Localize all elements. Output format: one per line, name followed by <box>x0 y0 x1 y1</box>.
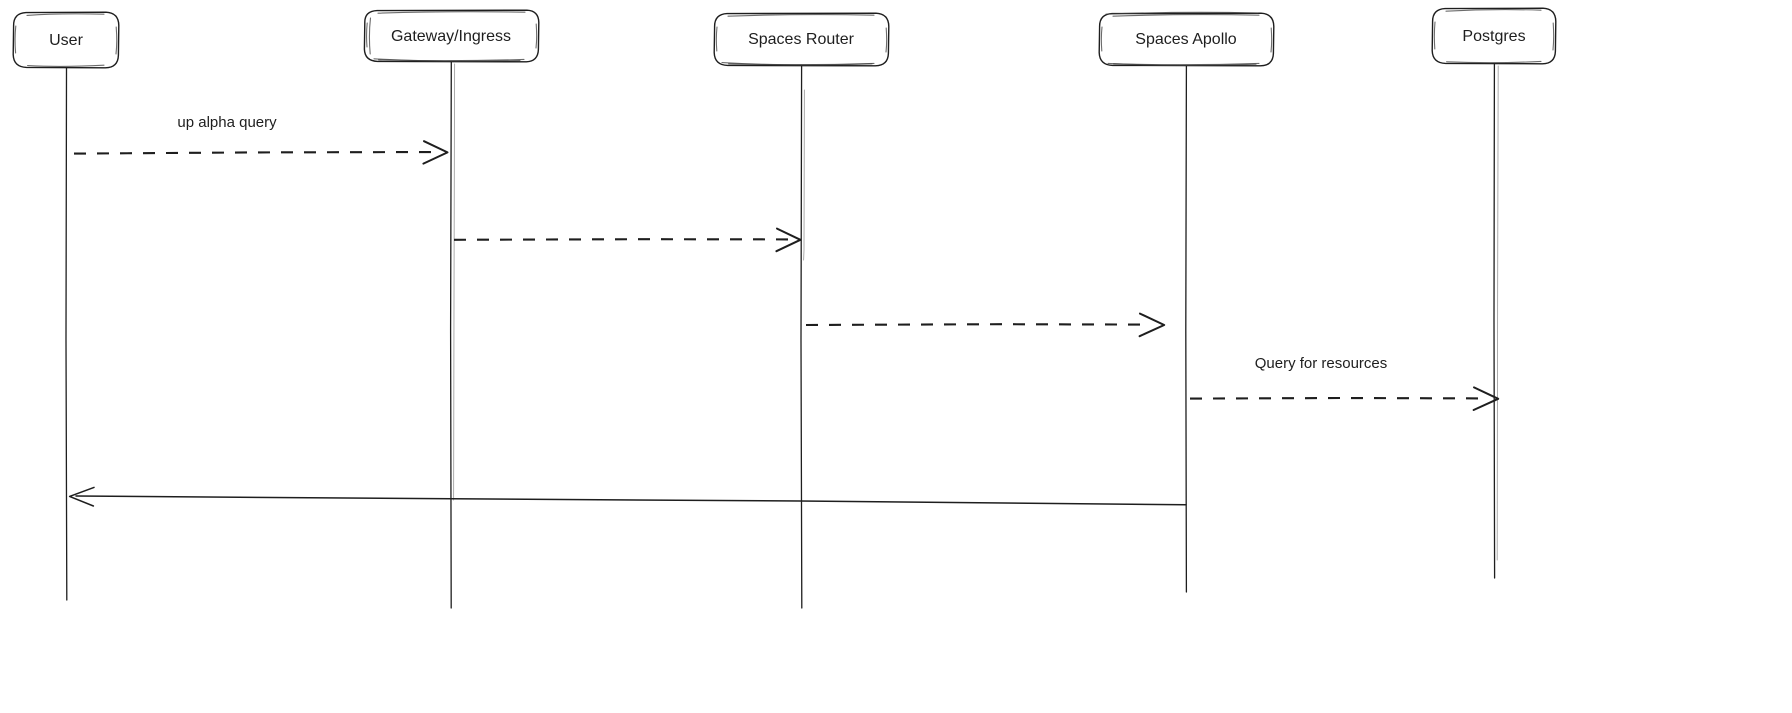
message-query-for-resources[interactable]: Query for resources <box>1189 355 1500 411</box>
participant-user[interactable]: User <box>12 11 120 69</box>
lifelines-layer <box>65 61 1499 609</box>
participant-boxes-layer: User Gateway/Ingress Spaces Router <box>12 7 1557 69</box>
participant-gateway[interactable]: Gateway/Ingress <box>363 9 540 63</box>
participant-label-gateway: Gateway/Ingress <box>391 28 511 45</box>
messages-layer: up alpha query Query for resources <box>68 114 1500 507</box>
participant-postgres[interactable]: Postgres <box>1431 7 1557 65</box>
lifeline-spaces-router <box>800 65 805 609</box>
participant-label-postgres: Postgres <box>1462 28 1525 45</box>
message-label-up-alpha-query: up alpha query <box>177 114 277 131</box>
participant-spaces-apollo[interactable]: Spaces Apollo <box>1098 11 1275 67</box>
lifeline-user <box>65 67 68 601</box>
message-up-alpha-query[interactable]: up alpha query <box>73 114 449 165</box>
lifeline-spaces-apollo <box>1185 65 1188 593</box>
message-return-to-user[interactable] <box>68 486 1187 507</box>
message-router-to-apollo[interactable] <box>805 312 1166 338</box>
participant-label-spaces-router: Spaces Router <box>748 31 855 48</box>
lifeline-postgres <box>1493 63 1499 579</box>
participant-spaces-router[interactable]: Spaces Router <box>713 12 890 67</box>
participant-label-spaces-apollo: Spaces Apollo <box>1135 31 1237 48</box>
lifeline-gateway <box>449 61 456 609</box>
message-gateway-to-router[interactable] <box>453 227 802 253</box>
message-label-query-for-resources: Query for resources <box>1255 355 1388 372</box>
participant-label-user: User <box>49 32 83 49</box>
